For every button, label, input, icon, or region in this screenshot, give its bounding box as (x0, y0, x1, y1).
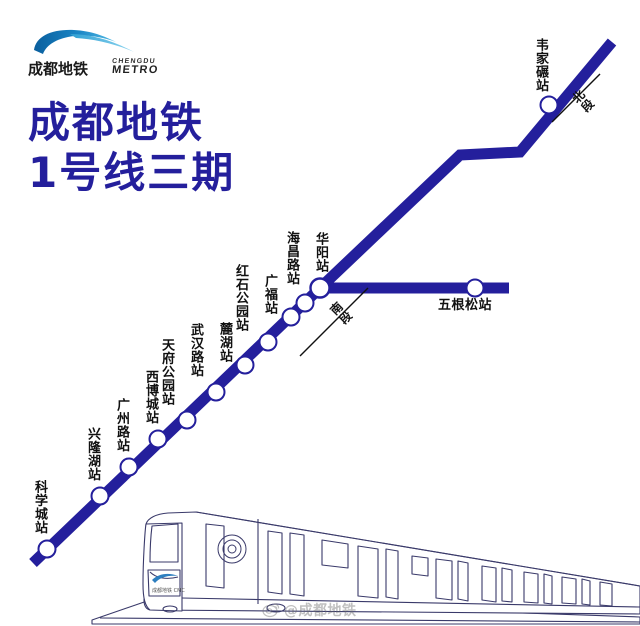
station-marker-xinglonghu[interactable] (90, 486, 110, 506)
station-label-tianfugongyuan[interactable]: 天府公园站 (159, 338, 174, 406)
station-label-xibocheng[interactable]: 西博城站 (143, 370, 158, 424)
station-label-luhu[interactable]: 麓湖站 (217, 322, 232, 363)
station-label-hongshigongyuan[interactable]: 红石公园站 (233, 264, 248, 332)
station-marker-wuhanlu[interactable] (206, 382, 226, 402)
watermark-text: @成都地铁 (284, 603, 357, 619)
metro-swoosh-icon (34, 29, 134, 54)
station-marker-guangfu[interactable] (281, 307, 301, 327)
station-label-weijianian[interactable]: 韦家碾站 (533, 38, 548, 92)
north-section-leader (551, 73, 601, 123)
station-marker-kexuecheng[interactable] (37, 539, 57, 559)
station-label-xinglonghu[interactable]: 兴隆湖站 (85, 427, 100, 481)
station-label-guangfu[interactable]: 广福站 (262, 274, 277, 315)
station-marker-hongshigongyuan[interactable] (258, 332, 278, 352)
station-label-guangzhoulu[interactable]: 广州路站 (114, 398, 129, 452)
logo-wordmark-cn: 成都地铁 (28, 61, 89, 78)
station-marker-luhu[interactable] (235, 355, 255, 375)
station-marker-huayang[interactable] (309, 277, 331, 299)
station-label-huayang[interactable]: 华阳站 (313, 232, 328, 273)
svg-text:成都地铁 CMC: 成都地铁 CMC (152, 587, 185, 594)
station-label-haichanglu[interactable]: 海昌路站 (284, 231, 299, 285)
station-marker-xibocheng[interactable] (148, 429, 168, 449)
station-marker-haichanglu[interactable] (295, 293, 315, 313)
station-label-kexuecheng[interactable]: 科学城站 (32, 480, 47, 534)
title-line-1: 成都地铁 (28, 98, 205, 147)
weibo-watermark: @成都地铁 (262, 600, 357, 620)
station-marker-guangzhoulu[interactable] (119, 457, 139, 477)
station-label-wuhanlu[interactable]: 武汉路站 (188, 323, 203, 377)
station-marker-weijianian[interactable] (539, 95, 559, 115)
page-title: 成都地铁 1号线三期 (28, 98, 348, 198)
chengdu-metro-logo: 成都地铁 CHENGDU METRO (26, 28, 176, 82)
title-line-2: 1号线三期 (28, 148, 236, 197)
south-section-leader (299, 287, 369, 357)
metro-line-trunk (29, 38, 617, 567)
station-markers (37, 95, 559, 559)
station-marker-wugensong[interactable] (465, 278, 485, 298)
station-label-wugensong[interactable]: 五根松站 (438, 298, 493, 313)
station-marker-tianfugongyuan[interactable] (177, 410, 197, 430)
weibo-icon (262, 603, 280, 618)
metro-train-illustration: 成都地铁 CMC (91, 511, 640, 625)
